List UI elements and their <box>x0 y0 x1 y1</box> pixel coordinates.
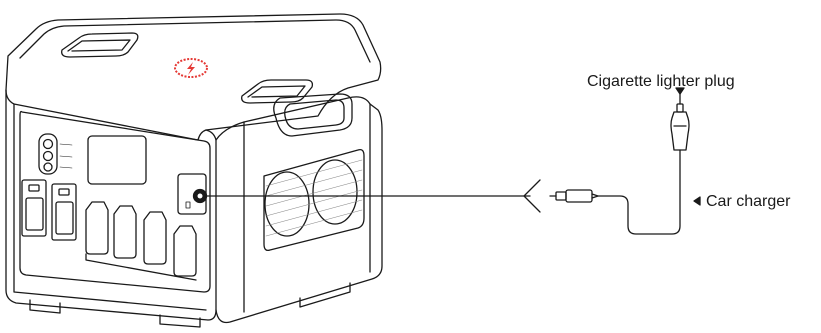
car-charger-pointer <box>693 196 701 206</box>
dc-cover-4 <box>173 225 197 277</box>
front-face <box>5 89 217 321</box>
display-screen <box>87 135 147 185</box>
car-charger-label: Car charger <box>706 193 791 210</box>
car-charger-cable <box>549 87 690 235</box>
lid-top <box>5 13 382 141</box>
front-panel <box>19 110 211 293</box>
connector-chevron <box>523 179 541 213</box>
lightning-icon <box>187 62 195 75</box>
dc-cover-1 <box>85 201 109 255</box>
cigarette-plug <box>670 111 690 151</box>
cigarette-lighter-plug-label: Cigarette lighter plug <box>587 73 735 90</box>
front-handle <box>61 32 139 58</box>
ac-outlet-2 <box>51 183 77 241</box>
power-station <box>5 13 383 328</box>
control-panel <box>21 133 208 281</box>
button-stack <box>38 133 58 175</box>
lid-inner-edge <box>19 19 371 63</box>
rear-handle <box>241 79 314 104</box>
side-handle <box>273 93 353 137</box>
wireless-charging-icon <box>174 58 208 78</box>
dc-cover-2 <box>113 205 137 259</box>
side-face <box>215 96 383 324</box>
ac-outlet-1 <box>21 179 47 237</box>
dc-cover-3 <box>143 211 167 265</box>
side-vent <box>263 148 365 252</box>
